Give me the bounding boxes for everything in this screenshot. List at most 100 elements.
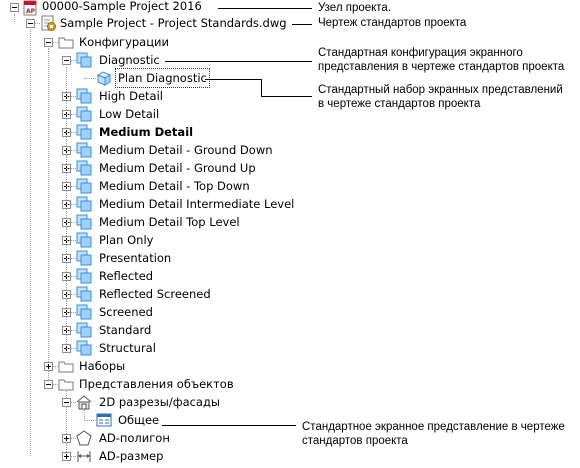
dimension-icon [77, 451, 91, 462]
tree-item-configuration[interactable]: Medium Detail - Ground Up [99, 161, 256, 175]
collapse-toggle[interactable] [62, 398, 71, 407]
section-elevation-icon [76, 395, 92, 410]
display-configuration-icon [76, 160, 92, 176]
tree-line [66, 294, 76, 295]
tree-line [66, 348, 76, 349]
tree-line [66, 132, 76, 133]
callout-project-node: Узел проекта. [318, 2, 392, 14]
tree-item-configuration[interactable]: Standard [99, 323, 152, 337]
callout-standard-set: Стандартный набор экранных представлений… [318, 83, 563, 111]
tree-item-configuration[interactable]: Medium Detail Intermediate Level [99, 197, 295, 211]
tree-item-diagnostic[interactable]: Diagnostic [99, 53, 160, 67]
tree-line [66, 312, 76, 313]
tree-line [66, 114, 76, 115]
callout-line [292, 24, 312, 25]
tree-item-plan-diagnostic[interactable]: Plan Diagnostic [115, 68, 210, 88]
tree-line [30, 29, 31, 456]
dwg-file-icon [41, 15, 56, 31]
tree-line [66, 222, 76, 223]
tree-line [66, 240, 76, 241]
display-representation-icon [96, 413, 112, 427]
tree-line [66, 96, 76, 97]
tree-line [66, 276, 76, 277]
tree-line [66, 186, 76, 187]
tree-item-configuration[interactable]: Medium Detail [99, 125, 194, 139]
callout-line [261, 79, 262, 97]
tree-line [66, 330, 76, 331]
tree-item-sets[interactable]: Наборы [79, 359, 126, 373]
display-configuration-icon [76, 304, 92, 320]
display-configuration-icon [76, 124, 92, 140]
tree-line [48, 42, 58, 43]
tree-line [66, 150, 76, 151]
callout-line [205, 79, 261, 80]
display-set-icon [96, 71, 112, 86]
display-configuration-icon [76, 178, 92, 194]
tree-item-configuration[interactable]: Presentation [99, 251, 172, 265]
callout-line-1: Стандартная конфигурация экранного [318, 47, 523, 59]
display-configuration-icon [76, 268, 92, 284]
tree-item-configuration[interactable]: Reflected Screened [99, 287, 211, 301]
callout-line-2: представления в чертеже стандартов проек… [318, 61, 565, 73]
tree-line [14, 14, 15, 22]
tree-line [84, 78, 96, 79]
tree-item-configuration[interactable]: Screened [99, 305, 153, 319]
tree-item-2d-sections[interactable]: 2D разрезы/фасады [99, 395, 221, 409]
tree-item-project-root[interactable]: 00000-Sample Project 2016 [42, 0, 202, 13]
display-configuration-icon [76, 250, 92, 266]
tree-line [48, 384, 58, 385]
folder-icon [58, 379, 74, 391]
tree-line [84, 409, 85, 421]
tree-line [48, 48, 49, 384]
tree-item-configuration[interactable]: High Detail [99, 89, 163, 103]
tree-item-configuration[interactable]: Reflected [99, 269, 154, 283]
tree-item-ad-dimension[interactable]: AD-размер [99, 449, 164, 463]
tree-item-configuration[interactable]: Medium Detail - Ground Down [99, 143, 273, 157]
tree-item-ad-polygon[interactable]: AD-полигон [99, 431, 170, 445]
callout-line-1: Стандартное экранное представление в чер… [302, 421, 565, 433]
display-configuration-icon [76, 52, 92, 68]
display-configuration-icon [76, 340, 92, 356]
callout-line-2: в чертеже стандартов проекта [318, 98, 481, 110]
tree-line [66, 391, 67, 456]
display-configuration-icon [76, 88, 92, 104]
tree-item-general[interactable]: Общее [118, 413, 160, 427]
svg-text:AP: AP [26, 8, 36, 15]
expand-toggle[interactable] [44, 362, 53, 371]
display-configuration-icon [76, 196, 92, 212]
collapse-toggle[interactable] [10, 3, 19, 12]
callout-standard-configuration: Стандартная конфигурация экранного предс… [318, 46, 564, 74]
collapse-toggle[interactable] [26, 19, 35, 28]
collapse-toggle[interactable] [62, 56, 71, 65]
tree-item-configuration[interactable]: Low Detail [99, 107, 160, 121]
display-configuration-icon [76, 106, 92, 122]
callout-line [165, 61, 312, 62]
tree-item-configuration[interactable]: Structural [99, 341, 156, 355]
callout-standards-drawing: Чертеж стандартов проекта [318, 17, 467, 29]
tree-item-configuration[interactable]: Medium Detail - Top Down [99, 179, 250, 193]
tree-item-configuration[interactable]: Medium Detail Top Level [99, 215, 240, 229]
collapse-toggle[interactable] [44, 380, 53, 389]
folder-icon [58, 37, 74, 49]
tree-item-configurations[interactable]: Конфигурации [79, 35, 169, 49]
display-configuration-icon [76, 322, 92, 338]
expand-toggle[interactable] [62, 434, 71, 443]
expand-toggle[interactable] [62, 452, 71, 461]
tree-line [66, 456, 76, 457]
folder-icon [58, 361, 74, 373]
tree-item-standards-drawing[interactable]: Sample Project - Project Standards.dwg [60, 16, 287, 30]
callout-line-1: Стандартный набор экранных представлений [318, 84, 563, 96]
callout-standard-view: Стандартное экранное представление в чер… [302, 420, 565, 448]
collapse-toggle[interactable] [44, 38, 53, 47]
project-icon: AP [23, 0, 37, 16]
polygon-icon [76, 430, 92, 446]
tree-item-object-views[interactable]: Представления объектов [79, 377, 234, 391]
tree-line [66, 168, 76, 169]
callout-line [218, 8, 312, 9]
tree-line [66, 438, 76, 439]
display-configuration-icon [76, 142, 92, 158]
tree-line [66, 402, 76, 403]
tree-item-configuration[interactable]: Plan Only [99, 233, 154, 247]
tree-line [66, 258, 76, 259]
display-configuration-icon [76, 232, 92, 248]
